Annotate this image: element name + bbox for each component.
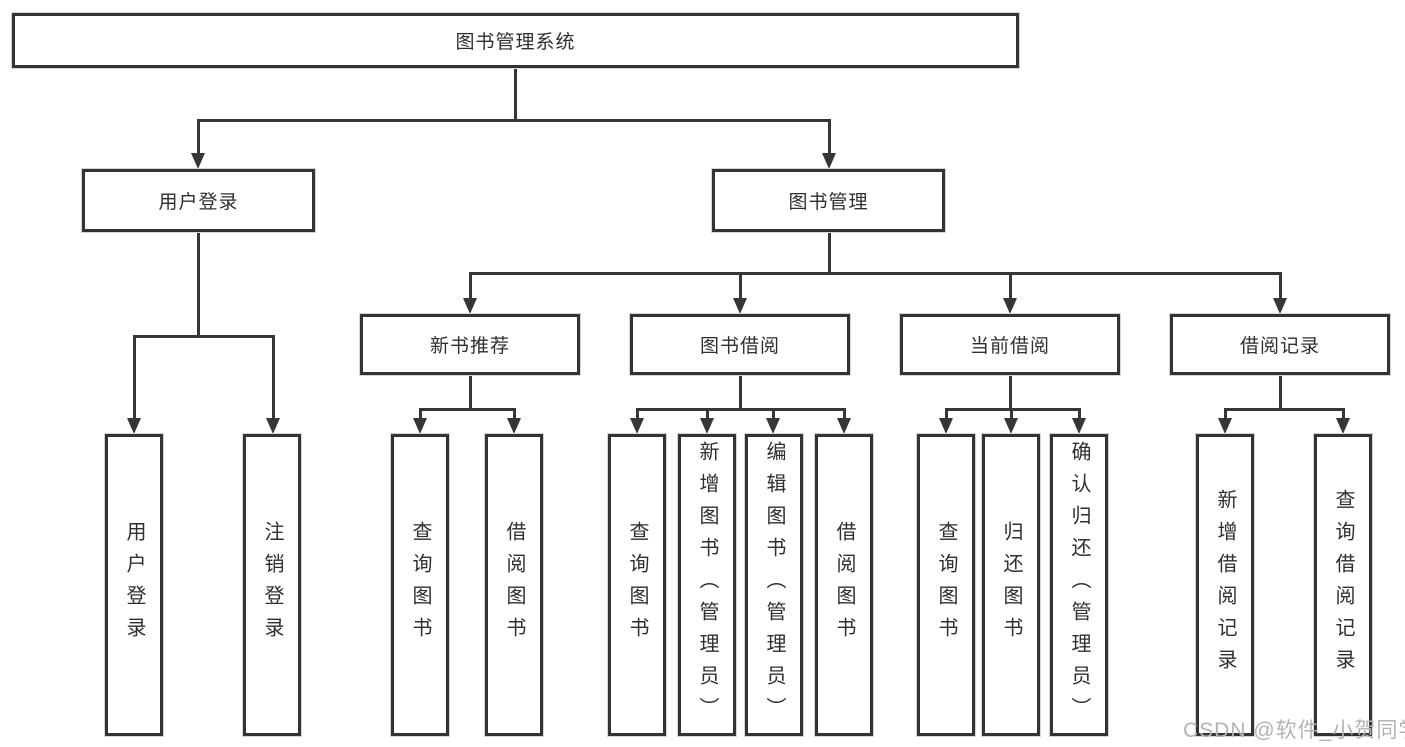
connector-line — [272, 335, 275, 420]
leaf-label: 借阅图书 — [833, 521, 855, 649]
arrowhead-down-icon — [700, 418, 714, 434]
arrowhead-down-icon — [766, 418, 780, 434]
node-new-book-recommend: 新书推荐 — [360, 314, 580, 375]
node-book-borrowing: 图书借阅 — [630, 314, 850, 375]
node-user-login: 用户登录 — [82, 169, 315, 232]
leaf-label: 新增图书（管理员） — [696, 441, 718, 729]
leaf-query-borrow-record: 查询借阅记录 — [1314, 434, 1372, 736]
connector-line — [1224, 408, 1227, 421]
leaf-query-book-current: 查询图书 — [917, 434, 975, 736]
leaf-label: 归还图书 — [1000, 521, 1022, 649]
connector-line — [1009, 272, 1012, 300]
leaf-label: 编辑图书（管理员） — [763, 441, 785, 729]
arrowhead-down-icon — [266, 418, 280, 434]
leaf-query-book-borrowing: 查询图书 — [608, 434, 666, 736]
connector-line — [513, 408, 516, 421]
node-current-borrowing: 当前借阅 — [900, 314, 1120, 375]
arrowhead-down-icon — [413, 418, 427, 434]
leaf-label: 查询图书 — [409, 521, 431, 649]
leaf-label: 借阅图书 — [503, 521, 525, 649]
arrowhead-down-icon — [1003, 298, 1017, 314]
arrowhead-down-icon — [507, 418, 521, 434]
connector-line — [197, 119, 831, 122]
leaf-label: 注销登录 — [261, 521, 283, 649]
node-label: 借阅记录 — [1239, 336, 1320, 357]
connector-line — [706, 408, 709, 421]
connector-line — [1279, 272, 1282, 300]
connector-line — [514, 68, 517, 122]
leaf-add-borrow-record: 新增借阅记录 — [1196, 434, 1254, 736]
node-label: 图书管理系统 — [455, 32, 576, 53]
leaf-logout: 注销登录 — [243, 434, 301, 736]
leaf-confirm-return-admin: 确认归还（管理员） — [1050, 434, 1108, 736]
arrowhead-down-icon — [463, 298, 477, 314]
connector-line — [1078, 408, 1081, 421]
connector-line — [945, 408, 948, 421]
connector-line — [636, 408, 846, 411]
connector-line — [843, 408, 846, 421]
arrowhead-down-icon — [1273, 298, 1287, 314]
arrowhead-down-icon — [1072, 418, 1086, 434]
node-label: 当前借阅 — [969, 336, 1050, 357]
leaf-borrow-book-borrowing: 借阅图书 — [815, 434, 873, 736]
connector-line — [739, 272, 742, 300]
connector-line — [133, 335, 275, 338]
arrowhead-down-icon — [822, 153, 836, 169]
node-label: 图书借阅 — [699, 336, 780, 357]
leaf-edit-book-admin: 编辑图书（管理员） — [745, 434, 803, 736]
arrowhead-down-icon — [191, 153, 205, 169]
leaf-user-login: 用户登录 — [105, 434, 163, 736]
connector-line — [197, 119, 200, 155]
connector-line — [197, 232, 200, 338]
leaf-add-book-admin: 新增图书（管理员） — [678, 434, 736, 736]
connector-line — [1279, 375, 1282, 411]
node-label: 新书推荐 — [429, 336, 510, 357]
connector-line — [828, 119, 831, 155]
node-root-library-management-system: 图书管理系统 — [12, 13, 1019, 68]
connector-line — [945, 408, 1081, 411]
arrowhead-down-icon — [630, 418, 644, 434]
connector-line — [1342, 408, 1345, 421]
leaf-return-book: 归还图书 — [982, 434, 1040, 736]
leaf-label: 新增借阅记录 — [1214, 489, 1236, 681]
node-book-management: 图书管理 — [712, 169, 945, 232]
connector-line — [469, 375, 472, 411]
arrowhead-down-icon — [1218, 418, 1232, 434]
arrowhead-down-icon — [939, 418, 953, 434]
connector-line — [469, 272, 1281, 275]
leaf-label: 查询图书 — [935, 521, 957, 649]
arrowhead-down-icon — [127, 418, 141, 434]
arrowhead-down-icon — [1336, 418, 1350, 434]
node-borrowing-records: 借阅记录 — [1170, 314, 1390, 375]
connector-line — [1224, 408, 1345, 411]
connector-line — [469, 272, 472, 300]
arrowhead-down-icon — [733, 298, 747, 314]
connector-line — [739, 375, 742, 411]
csdn-watermark: CSDN @软件_小贺同学 — [1183, 719, 1405, 742]
leaf-label: 用户登录 — [123, 521, 145, 649]
arrowhead-down-icon — [1004, 418, 1018, 434]
connector-line — [636, 408, 639, 421]
leaf-query-book-newbook: 查询图书 — [391, 434, 449, 736]
connector-line — [1009, 375, 1012, 411]
leaf-borrow-book-newbook: 借阅图书 — [485, 434, 543, 736]
arrowhead-down-icon — [837, 418, 851, 434]
connector-line — [419, 408, 422, 421]
connector-line — [133, 335, 136, 420]
node-label: 用户登录 — [158, 192, 239, 213]
leaf-label: 查询借阅记录 — [1332, 489, 1354, 681]
leaf-label: 确认归还（管理员） — [1068, 441, 1090, 729]
connector-line — [419, 408, 516, 411]
leaf-label: 查询图书 — [626, 521, 648, 649]
connector-line — [772, 408, 775, 421]
connector-line — [828, 232, 831, 275]
connector-line — [1010, 408, 1013, 421]
node-label: 图书管理 — [788, 192, 869, 213]
